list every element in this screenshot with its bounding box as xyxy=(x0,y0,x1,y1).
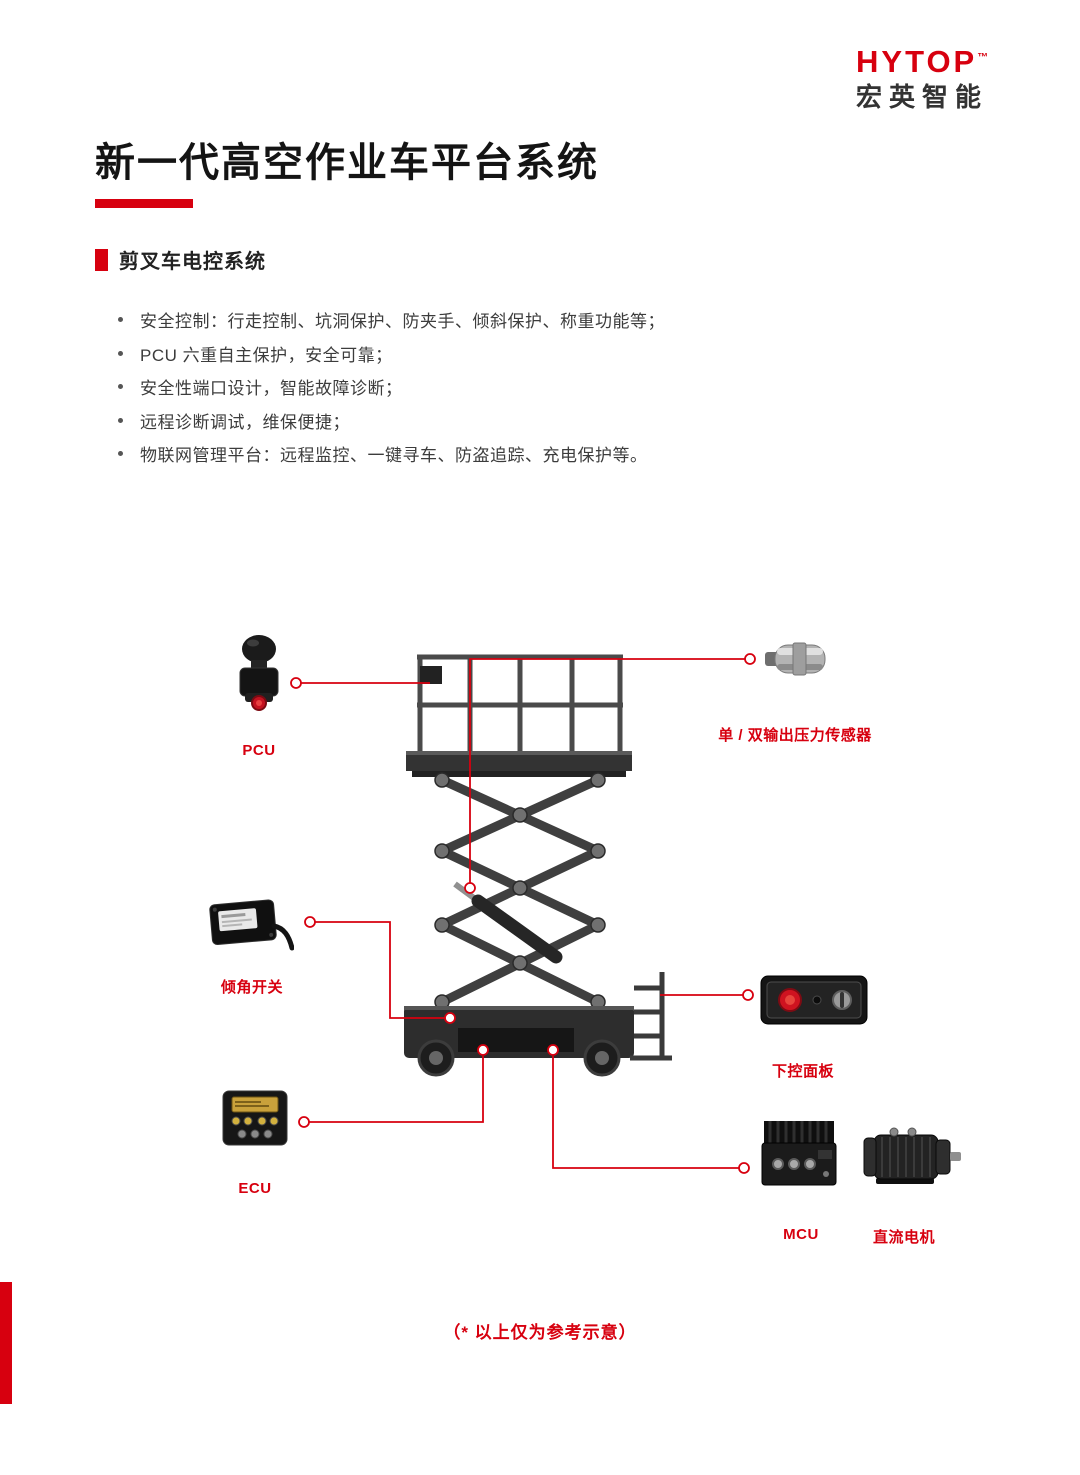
ecu-callout-line xyxy=(304,1056,484,1123)
pressure-sensor-label: 单 / 双输出压力传感器 xyxy=(718,727,872,744)
lower-control-panel-image xyxy=(760,972,868,1033)
platform-control-box xyxy=(420,666,442,684)
feature-list: 安全控制：行走控制、坑洞保护、防夹手、倾斜保护、称重功能等； PCU 六重自主保… xyxy=(118,303,665,471)
dc-motor-label: 直流电机 xyxy=(872,1229,935,1246)
dc-motor-image xyxy=(860,1122,964,1193)
list-item-text: 安全性端口设计，智能故障诊断； xyxy=(140,379,403,399)
list-item-text: 远程诊断调试，维保便捷； xyxy=(140,412,350,432)
page-title: 新一代高空作业车平台系统 xyxy=(95,141,599,185)
list-item-text: 物联网管理平台：远程监控、一键寻车、防盗追踪、充电保护等。 xyxy=(140,446,648,466)
list-item-text: 安全控制：行走控制、坑洞保护、防夹手、倾斜保护、称重功能等； xyxy=(140,312,665,332)
brand-logo: HYTOP™ 宏英智能 xyxy=(856,44,1026,112)
tilt-switch-callout-line xyxy=(310,921,446,1019)
lower-panel-label: 下控面板 xyxy=(771,1063,834,1080)
callout-lines xyxy=(296,658,750,1169)
brand-wordmark: HYTOP™ xyxy=(856,44,1026,79)
mcu-label: MCU xyxy=(783,1226,819,1243)
left-accent-bar xyxy=(0,1282,12,1404)
section-heading: 剪叉车电控系统 xyxy=(95,245,266,274)
mcu-image xyxy=(756,1118,842,1195)
brand-name: HYTOP xyxy=(856,44,978,79)
list-item: 安全性端口设计，智能故障诊断； xyxy=(118,370,665,404)
bullet-icon xyxy=(118,350,123,356)
title-underline xyxy=(95,199,193,208)
ecu-label: ECU xyxy=(238,1180,272,1197)
list-item: PCU 六重自主保护，安全可靠； xyxy=(118,337,665,371)
mcu-callout-line xyxy=(552,1056,744,1169)
callout-endpoints xyxy=(290,653,756,1174)
bullet-icon xyxy=(118,451,123,457)
scissor-lift-illustration xyxy=(404,654,672,1077)
list-item-text: PCU 六重自主保护，安全可靠； xyxy=(140,345,393,365)
tilt-switch-image xyxy=(206,890,295,959)
bullet-icon xyxy=(118,317,123,323)
trademark-symbol: ™ xyxy=(977,51,989,64)
brand-chinese-name: 宏英智能 xyxy=(856,81,989,112)
list-item: 安全控制：行走控制、坑洞保护、防夹手、倾斜保护、称重功能等； xyxy=(118,303,665,337)
list-item: 远程诊断调试，维保便捷； xyxy=(118,404,665,438)
section-heading-text: 剪叉车电控系统 xyxy=(119,251,266,273)
ecu-image xyxy=(220,1088,290,1153)
section-marker xyxy=(95,248,108,271)
reference-note: （* 以上仅为参考示意） xyxy=(443,1323,637,1342)
pcu-label: PCU xyxy=(242,742,276,759)
tilt-switch-label: 倾角开关 xyxy=(220,979,283,996)
pressure-sensor-image xyxy=(763,636,833,687)
bullet-icon xyxy=(118,417,123,423)
pcu-image xyxy=(226,632,292,717)
pressure-sensor-callout-line xyxy=(469,658,750,884)
list-item: 物联网管理平台：远程监控、一键寻车、防盗追踪、充电保护等。 xyxy=(118,437,665,471)
bullet-icon xyxy=(118,384,123,390)
